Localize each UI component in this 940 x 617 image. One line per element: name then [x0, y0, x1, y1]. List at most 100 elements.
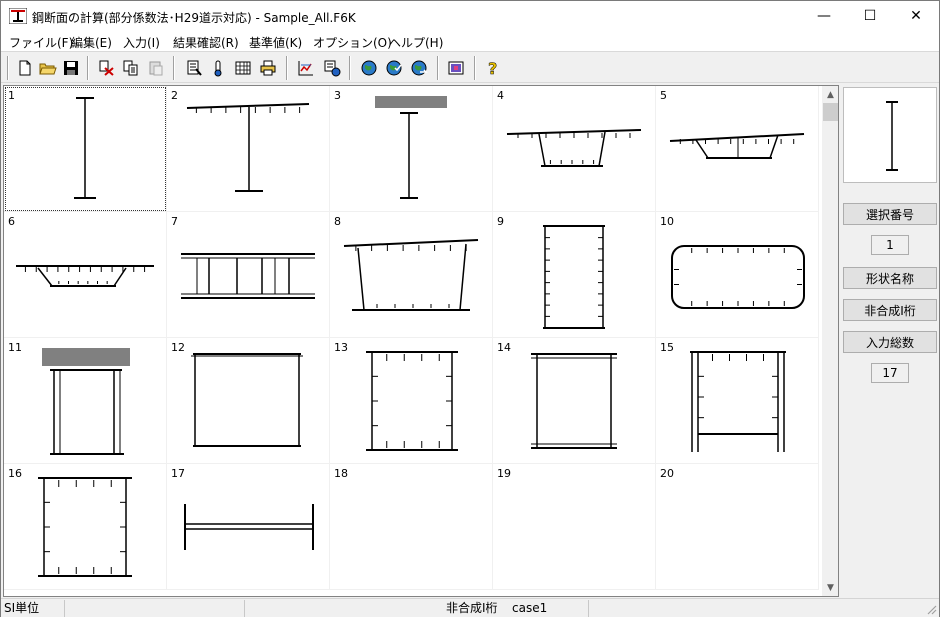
- section-cell[interactable]: 4: [493, 86, 656, 212]
- section-cell[interactable]: 2: [167, 86, 330, 212]
- globe-icon[interactable]: [358, 57, 380, 79]
- section-drawing-plain-box: [191, 353, 303, 447]
- menu-bar: ファイル(F) 編集(E) 入力(I) 結果確認(R) 基準値(K) オプション…: [1, 31, 939, 51]
- print-icon[interactable]: [257, 57, 279, 79]
- section-drawing-box-trapezoid: [506, 129, 642, 167]
- section-drawing-h-beam: [184, 504, 314, 550]
- section-drawing-i-beam: [74, 97, 96, 199]
- section-cell[interactable]: 6: [4, 212, 167, 338]
- help-icon[interactable]: ?: [482, 57, 504, 79]
- menu-edit[interactable]: 編集(E): [71, 36, 112, 50]
- select-number-value: 1: [871, 235, 909, 255]
- thermometer-icon[interactable]: [207, 57, 229, 79]
- section-drawing-t-deck-studs: [186, 103, 310, 192]
- toolbar-separator: [173, 56, 175, 80]
- cut-icon[interactable]: [95, 57, 117, 79]
- section-cell[interactable]: 18: [330, 464, 493, 590]
- status-pane-empty: [65, 600, 245, 617]
- menu-results[interactable]: 結果確認(R): [173, 36, 239, 50]
- section-cell-number: 1: [8, 89, 15, 102]
- section-cell[interactable]: 16: [4, 464, 167, 590]
- section-cell[interactable]: 1: [4, 86, 167, 212]
- globe-check-icon[interactable]: [383, 57, 405, 79]
- open-folder-icon[interactable]: [37, 57, 59, 79]
- section-cell[interactable]: 9: [493, 212, 656, 338]
- section-cell-number: 5: [660, 89, 667, 102]
- section-drawing-i-beam-slab: [375, 96, 447, 199]
- color-icon[interactable]: [445, 57, 467, 79]
- section-cell[interactable]: 14: [493, 338, 656, 464]
- section-cell-number: 3: [334, 89, 341, 102]
- section-cell[interactable]: 5: [656, 86, 819, 212]
- menu-file[interactable]: ファイル(F): [9, 36, 74, 50]
- section-cell[interactable]: 17: [167, 464, 330, 590]
- section-cell[interactable]: 11: [4, 338, 167, 464]
- paste-icon[interactable]: [145, 57, 167, 79]
- input-total-button[interactable]: 入力総数: [843, 331, 937, 353]
- section-cell-number: 20: [660, 467, 674, 480]
- section-drawing-box-with-legs: [690, 351, 786, 452]
- globe-arrow-icon[interactable]: [408, 57, 430, 79]
- section-cell[interactable]: 7: [167, 212, 330, 338]
- select-number-button[interactable]: 選択番号: [843, 203, 937, 225]
- section-drawing-box-ribs-square: [366, 351, 458, 451]
- status-type: 非合成I桁: [446, 601, 498, 615]
- section-drawing-multi-cell-box: [181, 253, 315, 299]
- section-preview: [843, 87, 937, 183]
- calc-icon[interactable]: [321, 57, 343, 79]
- section-cell[interactable]: 12: [167, 338, 330, 464]
- toolbar-separator: [7, 56, 9, 80]
- section-cell[interactable]: 3: [330, 86, 493, 212]
- app-icon: [9, 8, 27, 24]
- scroll-thumb[interactable]: [823, 103, 838, 121]
- toolbar-separator: [474, 56, 476, 80]
- menu-help[interactable]: ヘルプ(H): [389, 36, 444, 50]
- section-drawing-box-trapezoid-small: [16, 265, 154, 287]
- resize-grip-icon[interactable]: [925, 603, 937, 615]
- section-cell-number: 4: [497, 89, 504, 102]
- section-cell-number: 7: [171, 215, 178, 228]
- scroll-down-icon[interactable]: ▼: [827, 582, 834, 593]
- maximize-button[interactable]: ☐: [863, 8, 877, 24]
- chart-icon[interactable]: [295, 57, 317, 79]
- section-cell-number: 11: [8, 341, 22, 354]
- shape-name-button[interactable]: 形状名称: [843, 267, 937, 289]
- toolbar-separator: [87, 56, 89, 80]
- minimize-button[interactable]: —: [817, 8, 831, 24]
- status-units: SI単位: [1, 600, 65, 617]
- new-file-icon[interactable]: [14, 57, 36, 79]
- scroll-up-icon[interactable]: ▲: [827, 89, 834, 100]
- section-drawing-rounded-box: [671, 245, 805, 309]
- section-cell-number: 12: [171, 341, 185, 354]
- title-bar: 鋼断面の計算(部分係数法･H29道示対応) - Sample_All.F6K —…: [1, 1, 939, 31]
- vertical-scrollbar[interactable]: ▲ ▼: [822, 86, 838, 596]
- section-cell[interactable]: 10: [656, 212, 819, 338]
- toolbar-separator: [349, 56, 351, 80]
- section-drawing-empty: [330, 464, 493, 590]
- section-drawing-box-plain-square: [531, 353, 617, 449]
- section-cell[interactable]: 15: [656, 338, 819, 464]
- section-drawing-box-trapezoid-2: [669, 133, 805, 159]
- section-input-icon[interactable]: [183, 57, 205, 79]
- section-cell[interactable]: 8: [330, 212, 493, 338]
- toolbar-separator: [286, 56, 288, 80]
- section-cell-number: 6: [8, 215, 15, 228]
- section-cell[interactable]: 19: [493, 464, 656, 590]
- section-drawing-box-with-slab: [42, 348, 130, 455]
- section-cell-number: 19: [497, 467, 511, 480]
- shape-type-button[interactable]: 非合成I桁: [843, 299, 937, 321]
- close-button[interactable]: ✕: [910, 8, 922, 24]
- toolbar: ?: [1, 51, 939, 83]
- copy-icon[interactable]: [120, 57, 142, 79]
- section-cell-number: 16: [8, 467, 22, 480]
- section-cell[interactable]: 20: [656, 464, 819, 590]
- section-cell[interactable]: 13: [330, 338, 493, 464]
- save-disk-icon[interactable]: [60, 57, 82, 79]
- menu-options[interactable]: オプション(O): [313, 36, 392, 50]
- table-icon[interactable]: [232, 57, 254, 79]
- menu-standards[interactable]: 基準値(K): [249, 36, 303, 50]
- menu-input[interactable]: 入力(I): [123, 36, 160, 50]
- input-total-value: 17: [871, 363, 909, 383]
